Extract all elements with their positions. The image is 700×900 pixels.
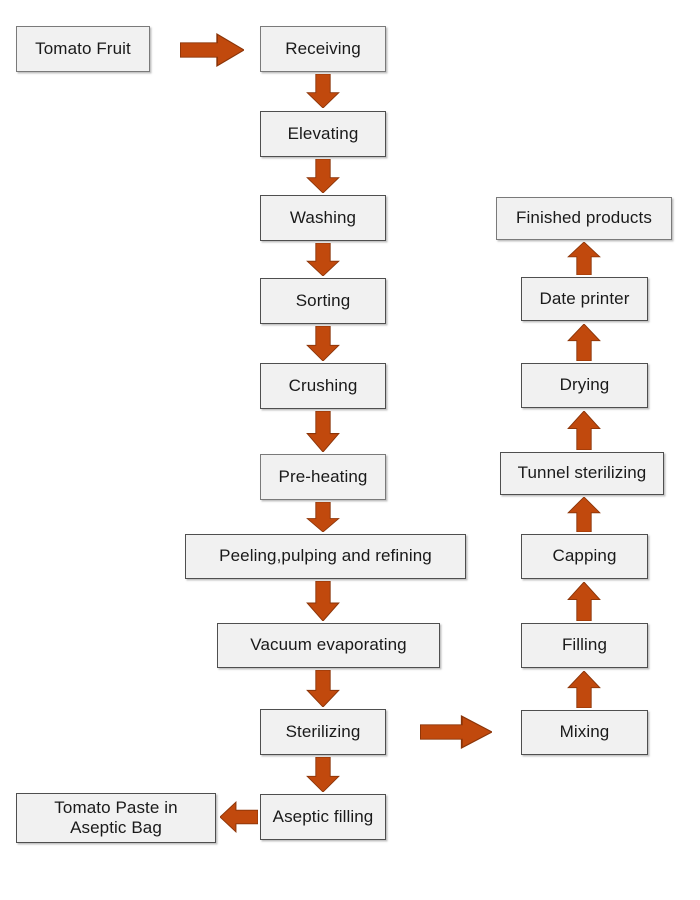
node-label-tunnel-sterilizing: Tunnel sterilizing <box>517 463 647 483</box>
node-finished-products[interactable]: Finished products <box>496 197 672 240</box>
arrow-tunnel-sterilizing-to-drying <box>566 411 602 450</box>
node-washing[interactable]: Washing <box>260 195 386 241</box>
node-tomato-fruit[interactable]: Tomato Fruit <box>16 26 150 72</box>
node-sorting[interactable]: Sorting <box>260 278 386 324</box>
node-label-tomato-fruit: Tomato Fruit <box>35 38 131 58</box>
arrow-elevating-to-washing <box>305 159 341 193</box>
arrow-capping-to-tunnel-sterilizing <box>566 497 602 532</box>
arrow-filling-to-capping <box>566 582 602 621</box>
node-mixing[interactable]: Mixing <box>521 710 648 755</box>
node-label-peeling: Peeling,pulping and refining <box>219 546 432 566</box>
arrow-pre-heating-to-peeling <box>305 502 341 532</box>
arrow-mixing-to-filling <box>566 671 602 708</box>
arrow-sterilizing-to-aseptic-filling <box>305 757 341 792</box>
node-tunnel-sterilizing[interactable]: Tunnel sterilizing <box>500 452 664 495</box>
node-label-sorting: Sorting <box>295 290 351 310</box>
node-aseptic-filling[interactable]: Aseptic filling <box>260 794 386 840</box>
node-label-sterilizing: Sterilizing <box>285 721 361 741</box>
node-label-receiving: Receiving <box>285 38 361 58</box>
arrow-date-printer-to-finished-products <box>566 242 602 275</box>
node-sterilizing[interactable]: Sterilizing <box>260 709 386 755</box>
node-label-washing: Washing <box>289 207 357 227</box>
arrow-aseptic-filling-to-tomato-paste-bag <box>220 800 258 834</box>
node-label-aseptic-filling: Aseptic filling <box>272 806 374 826</box>
node-label-capping: Capping <box>552 546 617 566</box>
node-label-drying: Drying <box>559 375 610 395</box>
arrow-sorting-to-crushing <box>305 326 341 361</box>
arrow-peeling-to-vacuum-evaporating <box>305 581 341 621</box>
node-label-tomato-paste-bag: Tomato Paste in Aseptic Bag <box>54 797 178 837</box>
node-filling[interactable]: Filling <box>521 623 648 668</box>
arrow-drying-to-date-printer <box>566 324 602 361</box>
arrow-tomato-fruit-to-receiving <box>180 32 244 68</box>
node-label-crushing: Crushing <box>288 375 358 395</box>
node-tomato-paste-bag[interactable]: Tomato Paste in Aseptic Bag <box>16 793 216 843</box>
arrow-vacuum-evaporating-to-sterilizing <box>305 670 341 707</box>
node-crushing[interactable]: Crushing <box>260 363 386 409</box>
node-capping[interactable]: Capping <box>521 534 648 579</box>
node-vacuum-evaporating[interactable]: Vacuum evaporating <box>217 623 440 668</box>
node-label-date-printer: Date printer <box>539 288 630 308</box>
node-label-vacuum-evaporating: Vacuum evaporating <box>250 635 407 655</box>
node-date-printer[interactable]: Date printer <box>521 277 648 321</box>
node-label-pre-heating: Pre-heating <box>278 466 368 486</box>
node-peeling[interactable]: Peeling,pulping and refining <box>185 534 466 579</box>
node-receiving[interactable]: Receiving <box>260 26 386 72</box>
node-pre-heating[interactable]: Pre-heating <box>260 454 386 500</box>
arrow-receiving-to-elevating <box>305 74 341 108</box>
node-label-filling: Filling <box>561 635 608 655</box>
node-label-mixing: Mixing <box>559 722 610 742</box>
arrow-washing-to-sorting <box>305 243 341 276</box>
arrow-crushing-to-pre-heating <box>305 411 341 452</box>
node-label-finished-products: Finished products <box>516 208 652 228</box>
node-elevating[interactable]: Elevating <box>260 111 386 157</box>
arrow-sterilizing-to-mixing <box>420 714 492 750</box>
node-drying[interactable]: Drying <box>521 363 648 408</box>
node-label-elevating: Elevating <box>287 123 359 143</box>
